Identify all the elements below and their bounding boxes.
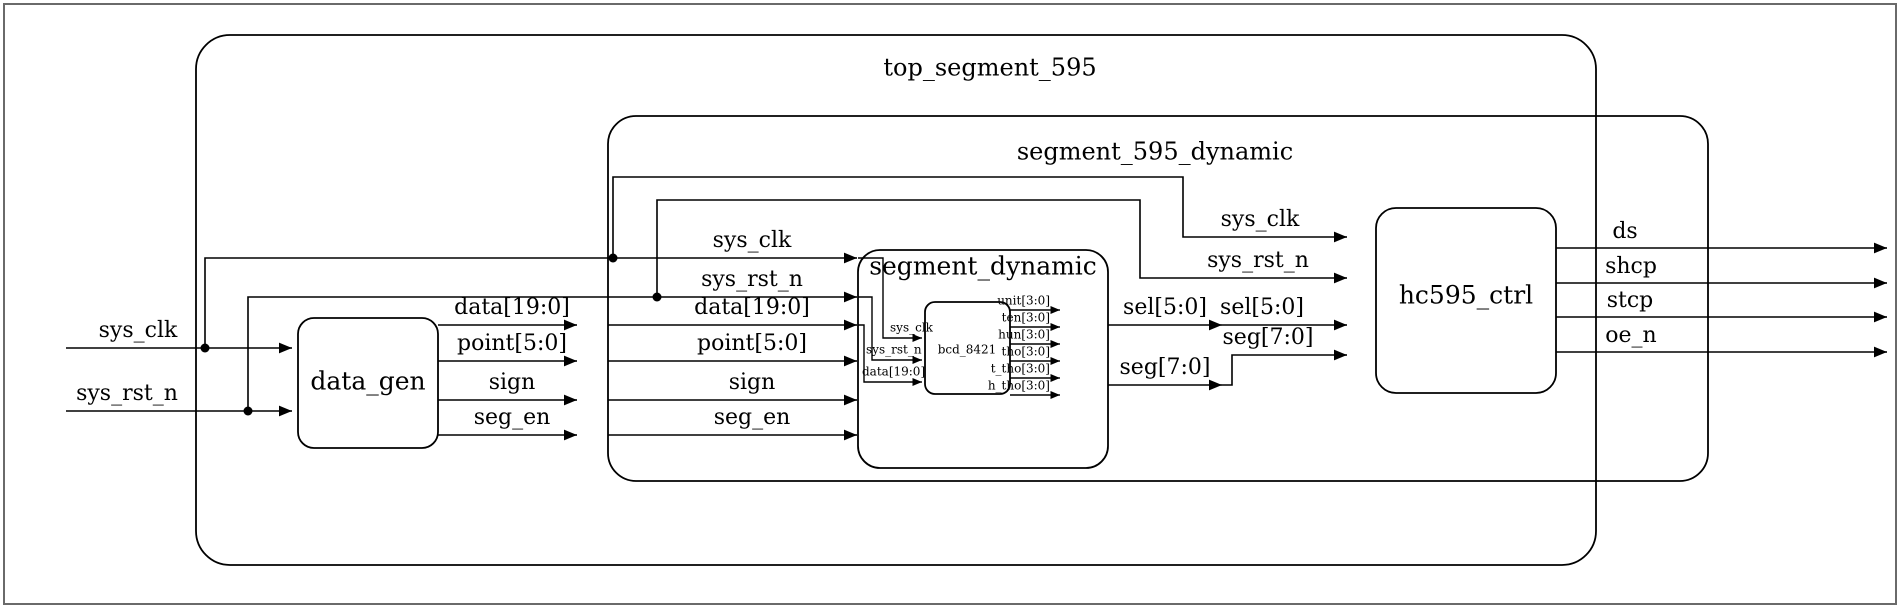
label-sys-clk-hc595: sys_clk <box>1221 207 1300 232</box>
container-dynamic-label: segment_595_dynamic <box>1017 138 1293 166</box>
module-segment-dynamic-label: segment_dynamic <box>869 252 1097 281</box>
container-top-segment-595 <box>195 34 1597 566</box>
label-datagen-sign: sign <box>489 370 536 395</box>
label-data-segdyn: data[19:0] <box>694 295 810 320</box>
label-datagen-segen: seg_en <box>474 405 551 430</box>
label-out-ds: ds <box>1612 219 1637 244</box>
label-bcd-hun: hun[3:0] <box>998 328 1050 342</box>
label-seg-hc595: seg[7:0] <box>1223 325 1314 350</box>
wire-seg-to-hc595 <box>1222 354 1340 386</box>
module-hc595-ctrl[interactable] <box>1375 207 1557 394</box>
wire-sys-clk-to-hc595 <box>612 176 1340 258</box>
label-segdyn-seg: seg[7:0] <box>1120 355 1211 380</box>
label-sys-clk-input: sys_clk <box>99 318 178 343</box>
wire-internal-data <box>858 324 916 383</box>
label-out-shcp: shcp <box>1605 254 1657 279</box>
label-sys-rst-n-segdyn: sys_rst_n <box>701 267 803 292</box>
label-out-stcp: stcp <box>1607 288 1654 313</box>
label-bcd-t-tho: t_tho[3:0] <box>991 362 1050 376</box>
label-bcd-sys-rst-n: sys_rst_n <box>866 343 922 357</box>
label-bcd-ten: ten[3:0] <box>1002 311 1050 325</box>
label-bcd-unit: unit[3:0] <box>997 294 1050 308</box>
label-datagen-data: data[19:0] <box>454 295 570 320</box>
label-sys-clk-segdyn: sys_clk <box>713 228 792 253</box>
wire-internal-sys-rst-n <box>858 296 916 361</box>
container-top-label: top_segment_595 <box>883 54 1096 82</box>
label-sign-segdyn: sign <box>729 370 776 395</box>
module-data-gen-label: data_gen <box>310 367 425 396</box>
label-point-segdyn: point[5:0] <box>697 331 807 356</box>
module-data-gen[interactable] <box>297 317 439 449</box>
wire-internal-sys-clk <box>858 257 916 339</box>
container-segment-595-dynamic <box>607 115 1709 482</box>
module-segment-dynamic[interactable] <box>857 249 1109 469</box>
label-datagen-point: point[5:0] <box>457 331 567 356</box>
label-bcd-data: data[19:0] <box>862 365 925 379</box>
wire-sys-rst-n-to-hc595 <box>656 199 1340 297</box>
label-out-oe-n: oe_n <box>1605 323 1656 348</box>
label-sel-hc595: sel[5:0] <box>1220 295 1304 320</box>
module-hc595-ctrl-label: hc595_ctrl <box>1399 281 1533 310</box>
wire-sys-clk-riser <box>204 257 608 348</box>
label-segen-segdyn: seg_en <box>714 405 791 430</box>
label-bcd-h-tho: h_tho[3:0] <box>988 379 1050 393</box>
wire-sys-rst-n-riser <box>247 296 608 411</box>
module-bcd-8421-label: bcd_8421 <box>938 343 997 357</box>
label-bcd-sys-clk: sys_clk <box>890 321 934 335</box>
page-border <box>3 3 1897 605</box>
label-bcd-tho: tho[3:0] <box>1002 345 1050 359</box>
label-segdyn-sel: sel[5:0] <box>1123 295 1207 320</box>
module-bcd-8421[interactable] <box>924 301 1011 395</box>
label-sys-rst-n-hc595: sys_rst_n <box>1207 248 1309 273</box>
label-sys-rst-n-input: sys_rst_n <box>76 381 178 406</box>
